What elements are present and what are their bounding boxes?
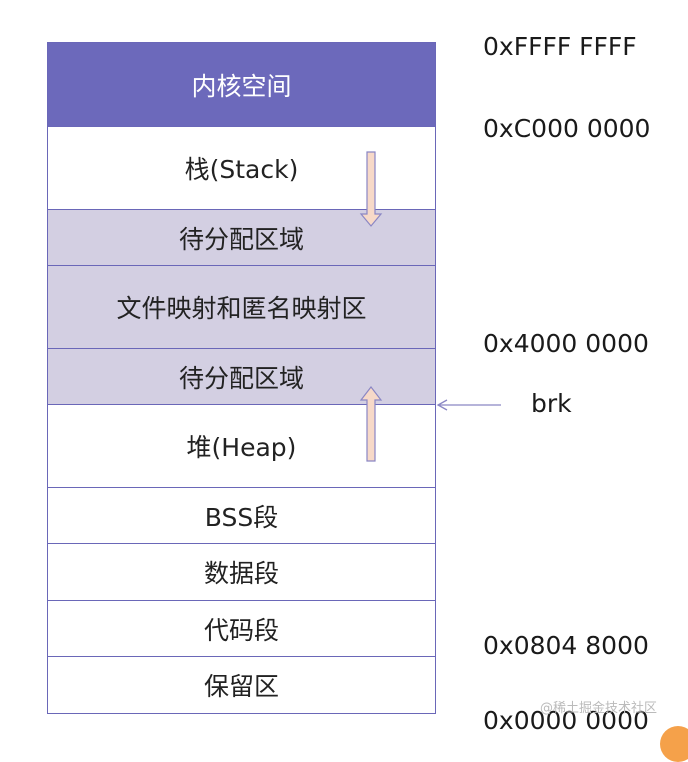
segment-label: 保留区 (203, 672, 279, 701)
segment-reserved: 保留区 (47, 657, 436, 714)
segment-label: 数据段 (203, 559, 279, 588)
diagram-arrows (359, 151, 501, 462)
address-kernel-boundary: 0xC000 0000 (483, 114, 651, 143)
heap-growth-up-arrow (359, 386, 383, 462)
segment-mmap-region: 文件映射和匿名映射区 (47, 266, 436, 349)
stack-growth-down-arrow (359, 151, 383, 227)
segment-label: 栈(Stack) (184, 155, 299, 184)
brk-pointer-arrow (436, 399, 501, 411)
segment-label: 待分配区域 (178, 363, 304, 393)
segment-label: 文件映射和匿名映射区 (116, 294, 367, 323)
corner-badge-icon (660, 726, 688, 762)
segment-label: 堆(Heap) (186, 433, 297, 462)
address-top: 0xFFFF FFFF (483, 32, 637, 61)
segment-label: 待分配区域 (178, 224, 304, 254)
segment-text: 代码段 (47, 601, 436, 657)
address-bottom: 0x0000 0000 (483, 706, 649, 735)
segment-data: 数据段 (47, 544, 436, 601)
watermark: @稀土掘金技术社区 (540, 701, 658, 716)
segment-bss: BSS段 (47, 488, 436, 544)
segment-kernel-space: 内核空间 (47, 42, 436, 127)
brk-label: brk (531, 389, 572, 418)
segment-label: 代码段 (203, 615, 279, 645)
address-mmap-base: 0x4000 0000 (483, 329, 649, 358)
segment-label: 内核空间 (191, 71, 292, 101)
address-text-start: 0x0804 8000 (483, 631, 649, 660)
segment-label: BSS段 (204, 502, 279, 532)
